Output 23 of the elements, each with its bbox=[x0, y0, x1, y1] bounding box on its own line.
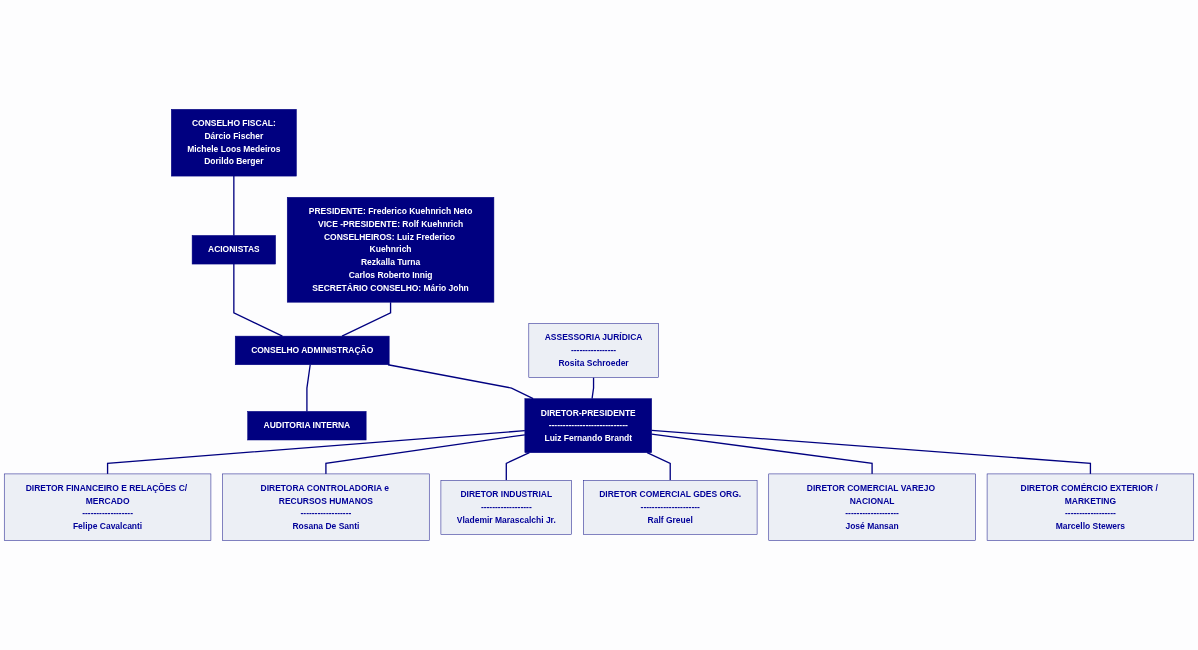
connector bbox=[233, 175, 235, 237]
node-box: ACIONISTAS bbox=[191, 235, 276, 265]
node-box: DIRETOR-PRESIDENTE ---------------------------- Luiz Fernando Brandt bbox=[524, 398, 652, 453]
node-box: ASSESSORIA JURÍDICA ---------------- Rosita Schroeder bbox=[528, 323, 659, 378]
connector bbox=[306, 364, 311, 413]
node-box: PRESIDENTE: Frederico Kuehnrich Neto VICE -PRESIDENTE: Rolf Kuehnrich CONSELHEIROS: Luiz Frederico Kuehnrich Rezkalla Turna Carlos Roberto Innig SECRETÁRIO CONSELHO: Mário John bbox=[286, 197, 495, 303]
connector bbox=[233, 263, 284, 337]
connector bbox=[591, 376, 595, 400]
node-box: CONSELHO FISCAL: Dárcio Fischer Michele Loos Medeiros Dorildo Berger bbox=[171, 109, 297, 177]
connector bbox=[106, 430, 526, 475]
connector bbox=[651, 433, 873, 475]
node-box: CONSELHO ADMINISTRAÇÃO bbox=[234, 335, 390, 365]
connector bbox=[387, 364, 534, 400]
node-box: DIRETOR COMERCIAL GDES ORG. --------------------- Ralf Greuel bbox=[583, 480, 758, 535]
node-box: DIRETOR COMÉRCIO EXTERIOR / MARKETING ------------------ Marcello Stewers bbox=[986, 473, 1195, 541]
node-box: DIRETORA CONTROLADORIA e RECURSOS HUMANOS ------------------ Rosana De Santi bbox=[222, 473, 430, 541]
connector bbox=[651, 429, 1092, 475]
node-box: DIRETOR COMERCIAL VAREJO NACIONAL ------------------- José Mansan bbox=[768, 473, 976, 541]
node-box: DIRETOR FINANCEIRO E RELAÇÕES C/ MERCADO ------------------ Felipe Cavalcanti bbox=[3, 473, 212, 541]
node-box: AUDITORIA INTERNA bbox=[247, 411, 367, 441]
connector bbox=[325, 434, 526, 475]
connector bbox=[341, 301, 392, 337]
node-box: DIRETOR INDUSTRIAL ------------------ Vlademir Marascalchi Jr. bbox=[440, 480, 572, 535]
